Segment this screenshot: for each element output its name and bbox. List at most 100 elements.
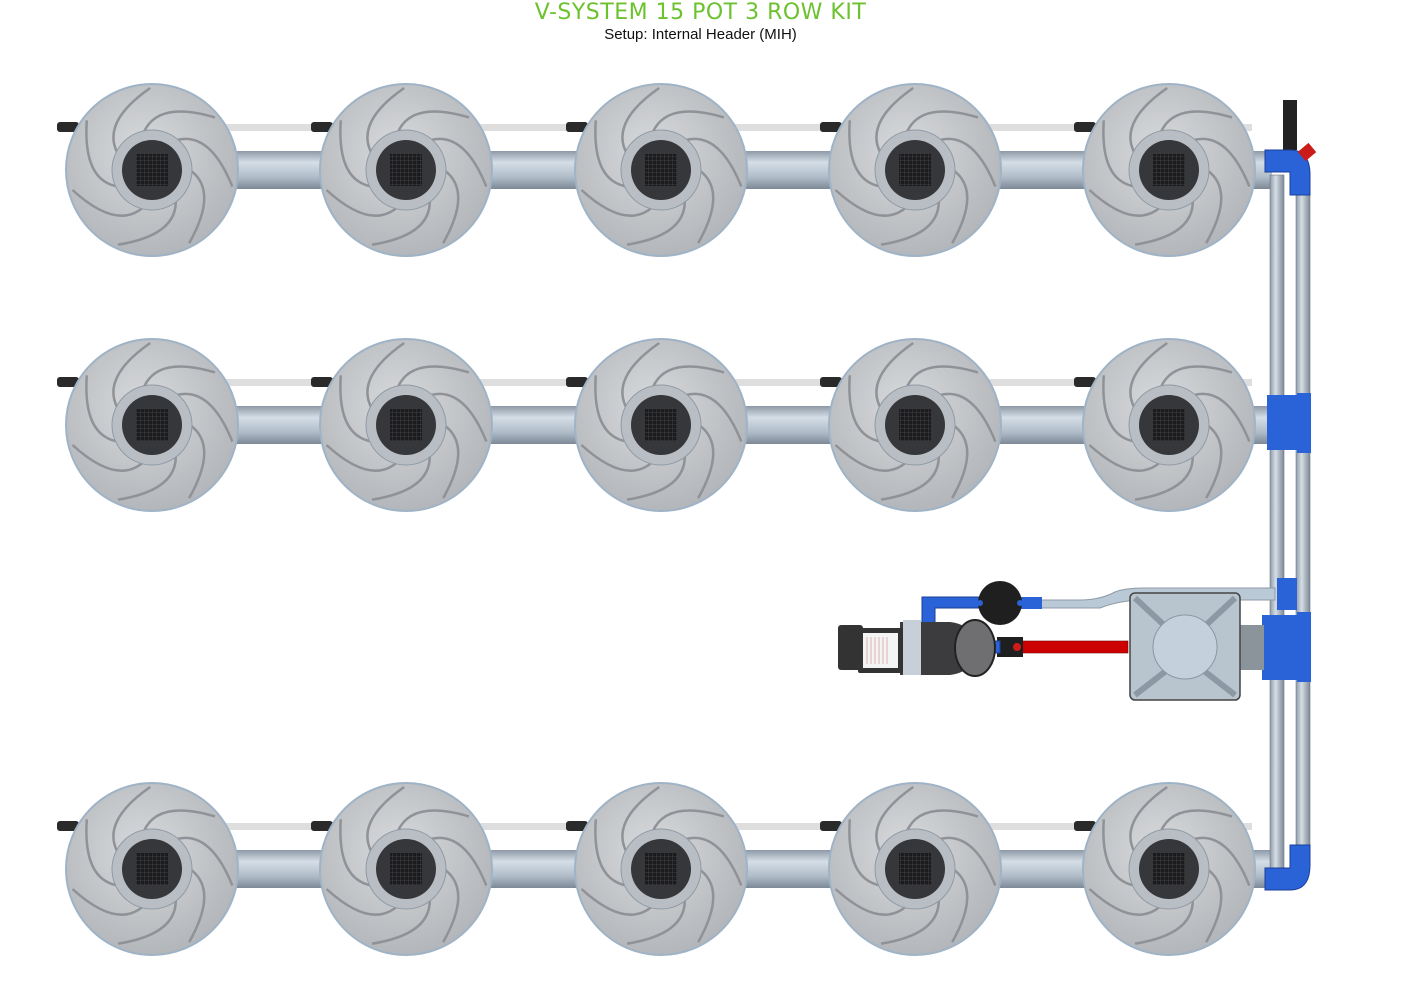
pot-row <box>57 83 1272 257</box>
feed-valve <box>997 637 1023 657</box>
pot-rib <box>429 137 488 187</box>
pot-rib <box>905 110 979 134</box>
pot-rib <box>875 785 914 854</box>
pot-rib <box>594 819 628 887</box>
pot-rib <box>339 120 373 188</box>
pot-rib <box>1088 888 1162 916</box>
pot-rib <box>938 137 997 187</box>
drip-line <box>406 379 641 386</box>
drip-line <box>406 124 641 131</box>
pot-rib <box>1205 168 1223 244</box>
pot-rib <box>580 444 654 472</box>
middle-tee <box>1267 393 1311 453</box>
pot-rib <box>621 86 660 155</box>
pot-rib <box>1159 110 1233 134</box>
drip-connector <box>1074 122 1096 132</box>
pot-rib <box>951 168 969 244</box>
pot-rib <box>848 120 882 188</box>
diagram-title: V-SYSTEM 15 POT 3 ROW KIT <box>534 0 867 25</box>
pot-rib <box>1088 189 1162 217</box>
pot-rib <box>880 454 940 501</box>
pot-rib <box>442 867 460 943</box>
drip-line <box>915 124 1149 131</box>
drip-line <box>152 124 386 131</box>
pot-rib <box>1129 341 1168 410</box>
pot-rib <box>1192 836 1251 886</box>
pot-rib <box>580 888 654 916</box>
pot-rib <box>429 836 488 886</box>
pot-rib <box>325 444 399 472</box>
bottom-elbow <box>1264 844 1311 891</box>
pot-rib <box>442 168 460 244</box>
drip-line <box>915 379 1149 386</box>
pot <box>566 782 748 956</box>
pot-rib <box>580 189 654 217</box>
drip-connector <box>311 122 333 132</box>
pot-rib <box>594 120 628 188</box>
pot <box>1074 782 1256 956</box>
pot-rib <box>1192 392 1251 442</box>
pot-rib <box>875 86 914 155</box>
pot-rib <box>112 86 151 155</box>
pot <box>57 782 239 956</box>
drip-connector <box>566 122 588 132</box>
drip-line <box>661 823 895 830</box>
pot <box>57 83 239 257</box>
pot-rib <box>905 809 979 833</box>
pot-rib <box>1205 423 1223 499</box>
pump <box>838 619 996 677</box>
pot-rib <box>697 168 715 244</box>
drip-line <box>152 379 386 386</box>
pot-rib <box>117 454 177 501</box>
pot-rib <box>175 137 234 187</box>
drain-valve <box>1297 142 1317 162</box>
pot-rib <box>71 888 145 916</box>
pot-rib <box>371 454 431 501</box>
pot-rib <box>188 867 206 943</box>
pot-rib <box>112 341 151 410</box>
pot-rib <box>621 785 660 854</box>
drip-connector <box>311 821 333 831</box>
drip-line <box>661 124 895 131</box>
pot-rib <box>848 375 882 443</box>
drip-line <box>915 823 1149 830</box>
pot <box>820 782 1002 956</box>
pot <box>311 782 493 956</box>
pot-rib <box>85 120 119 188</box>
pot-rib <box>905 365 979 389</box>
pot-rib <box>651 365 725 389</box>
pot-rib <box>1102 819 1136 887</box>
pot-rib <box>396 809 470 833</box>
drip-connector <box>820 377 842 387</box>
pot-rib <box>339 375 373 443</box>
drip-connector <box>57 377 79 387</box>
pot <box>1074 83 1256 257</box>
pot-rib <box>325 189 399 217</box>
drip-connector <box>820 122 842 132</box>
pot-rib <box>85 375 119 443</box>
pot-rib <box>1134 454 1194 501</box>
pot-rib <box>697 867 715 943</box>
pot-rib <box>938 392 997 442</box>
pot-rib <box>651 809 725 833</box>
pot-rib <box>1205 867 1223 943</box>
pot-rib <box>651 110 725 134</box>
pot-rib <box>834 888 908 916</box>
pot-rib <box>396 110 470 134</box>
pot-rib <box>834 444 908 472</box>
pot-rib <box>1088 444 1162 472</box>
drip-line <box>661 379 895 386</box>
inline-filter <box>978 581 1022 625</box>
filter-outlet <box>1020 597 1042 609</box>
pot-rib <box>697 423 715 499</box>
pot-rib <box>339 819 373 887</box>
pot-rib <box>684 137 743 187</box>
drip-connector <box>1074 377 1096 387</box>
pot-rib <box>429 392 488 442</box>
pot-rib <box>626 898 686 945</box>
pot-rib <box>1134 199 1194 246</box>
pot-rib <box>71 189 145 217</box>
drip-connector <box>57 122 79 132</box>
drip-line <box>152 823 386 830</box>
pot <box>311 83 493 257</box>
